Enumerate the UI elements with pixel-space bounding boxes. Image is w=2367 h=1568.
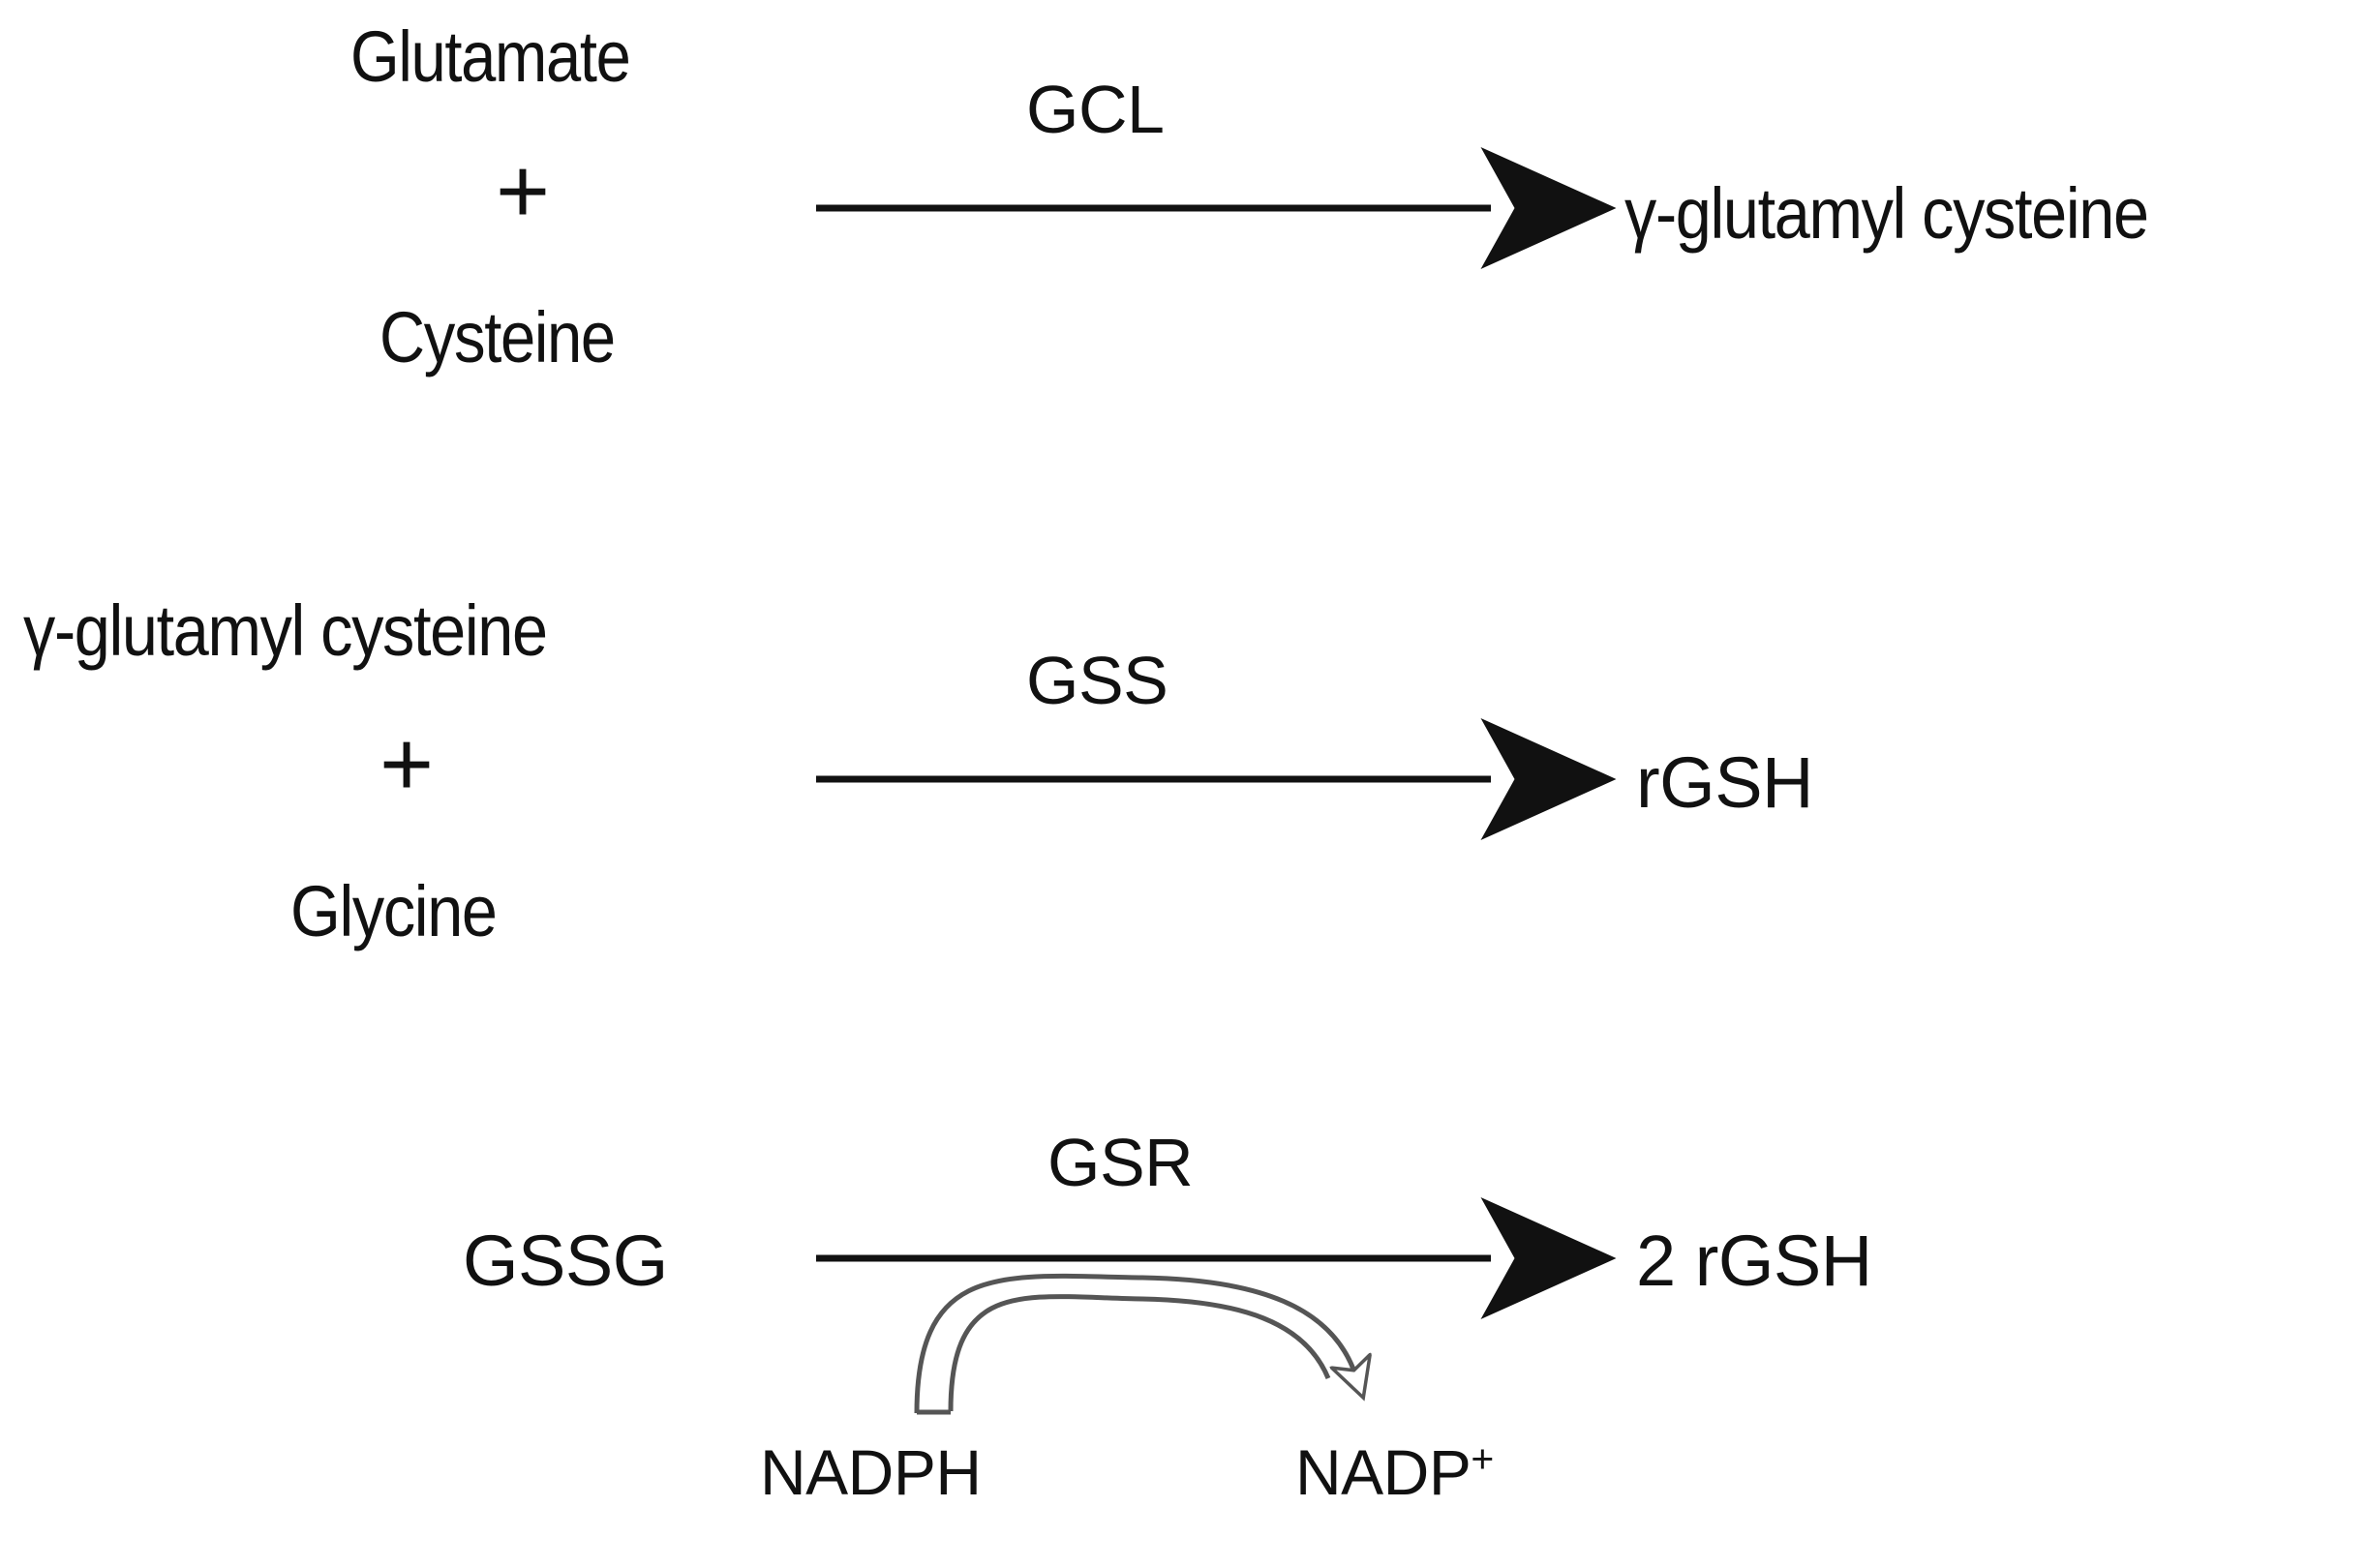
- cofactor-curved-arrow: [914, 1273, 1355, 1415]
- product-2-rgsh: 2 rGSH: [1636, 1221, 1872, 1301]
- product-rgsh: rGSH: [1636, 742, 1814, 823]
- product-gamma-glutamyl-cysteine: γ-glutamyl cysteine: [1624, 173, 2149, 254]
- substrate-gamma-glutamyl-cysteine: γ-glutamyl cysteine: [23, 590, 548, 671]
- cofactor-nadph: NADPH: [760, 1436, 982, 1508]
- enzyme-gss: GSS: [1026, 643, 1168, 718]
- plus-sign-1: +: [496, 139, 551, 243]
- species-cysteine: Cysteine: [379, 297, 616, 377]
- cofactor-nadp-base: NADP: [1295, 1436, 1472, 1508]
- cofactor-nadp-superscript: +: [1471, 1436, 1494, 1481]
- enzyme-gsr: GSR: [1047, 1125, 1194, 1200]
- enzyme-gcl: GCL: [1026, 72, 1165, 147]
- plus-sign-2: +: [379, 712, 435, 816]
- cofactor-nadp-plus: NADP+: [1295, 1439, 1494, 1504]
- species-glycine: Glycine: [290, 871, 498, 951]
- substrate-gssg: GSSG: [463, 1221, 668, 1301]
- species-glutamate: Glutamate: [350, 16, 631, 97]
